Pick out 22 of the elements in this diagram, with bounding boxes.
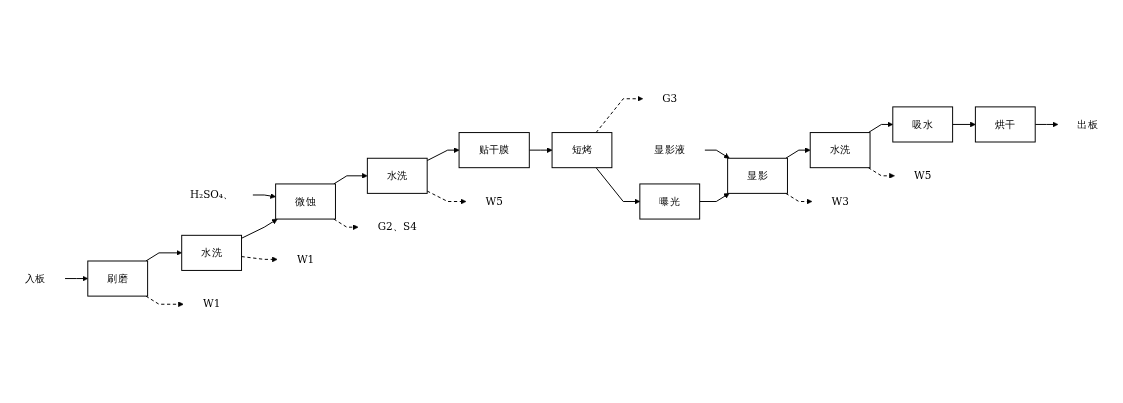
node-box: 曝光 <box>639 183 701 220</box>
node-box: 短烤 <box>551 132 613 169</box>
node-text: H₂SO₄、 <box>189 188 234 201</box>
node-text: W5 <box>914 169 932 182</box>
node-text: W3 <box>831 195 849 208</box>
node-text: W1 <box>202 297 221 311</box>
node-text: 入板 <box>24 272 46 285</box>
node-text: W1 <box>296 252 315 266</box>
node-box: 水洗 <box>366 157 428 194</box>
node-box: 显影 <box>727 157 788 194</box>
node-text: W5 <box>485 195 503 208</box>
node-text: 显影液 <box>654 143 686 156</box>
node-box: 水洗 <box>809 132 871 169</box>
node-box: 烘干 <box>974 106 1036 143</box>
node-text: 出板 <box>1077 117 1099 131</box>
node-box: 贴干膜 <box>458 132 530 169</box>
node-box: 水洗 <box>181 234 243 271</box>
node-text: G2、S4 <box>377 220 417 234</box>
node-text: G3 <box>662 92 678 105</box>
node-box: 微蚀 <box>275 183 336 220</box>
node-box: 吸水 <box>892 106 954 143</box>
node-box: 刷磨 <box>87 260 149 297</box>
